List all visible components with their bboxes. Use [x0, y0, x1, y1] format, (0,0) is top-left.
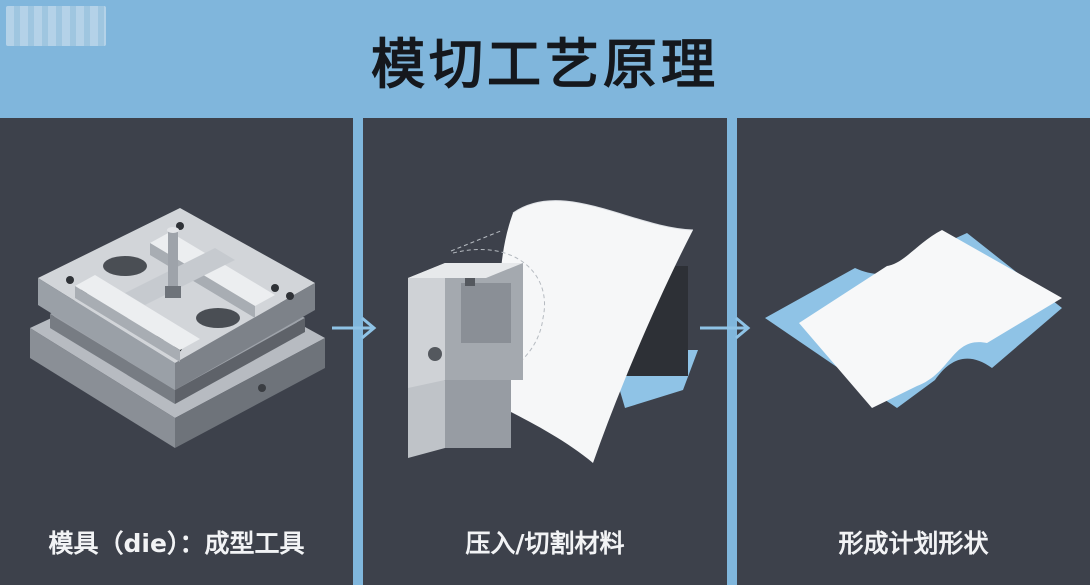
step-caption-2: 压入/切割材料: [465, 529, 625, 558]
formed-shape-icon: [765, 230, 1062, 408]
die-mold-icon: [30, 208, 325, 448]
step-caption-1: 模具（die）：成型工具: [48, 529, 305, 558]
arrow-right-icon: [332, 316, 377, 340]
panel-divider: [727, 118, 737, 585]
panel-divider: [353, 118, 363, 585]
step-caption-3: 形成计划形状: [838, 529, 989, 558]
diagram-title: 模切工艺原理: [371, 33, 719, 96]
header-banner: 模切工艺原理: [0, 0, 1090, 118]
arrow-right-icon: [700, 316, 751, 340]
blurred-logo: [6, 6, 106, 46]
step-panel-press: [363, 118, 727, 585]
press-cut-icon: [408, 200, 698, 463]
step-panel-die: [0, 118, 353, 585]
step-panel-result: [737, 118, 1090, 585]
